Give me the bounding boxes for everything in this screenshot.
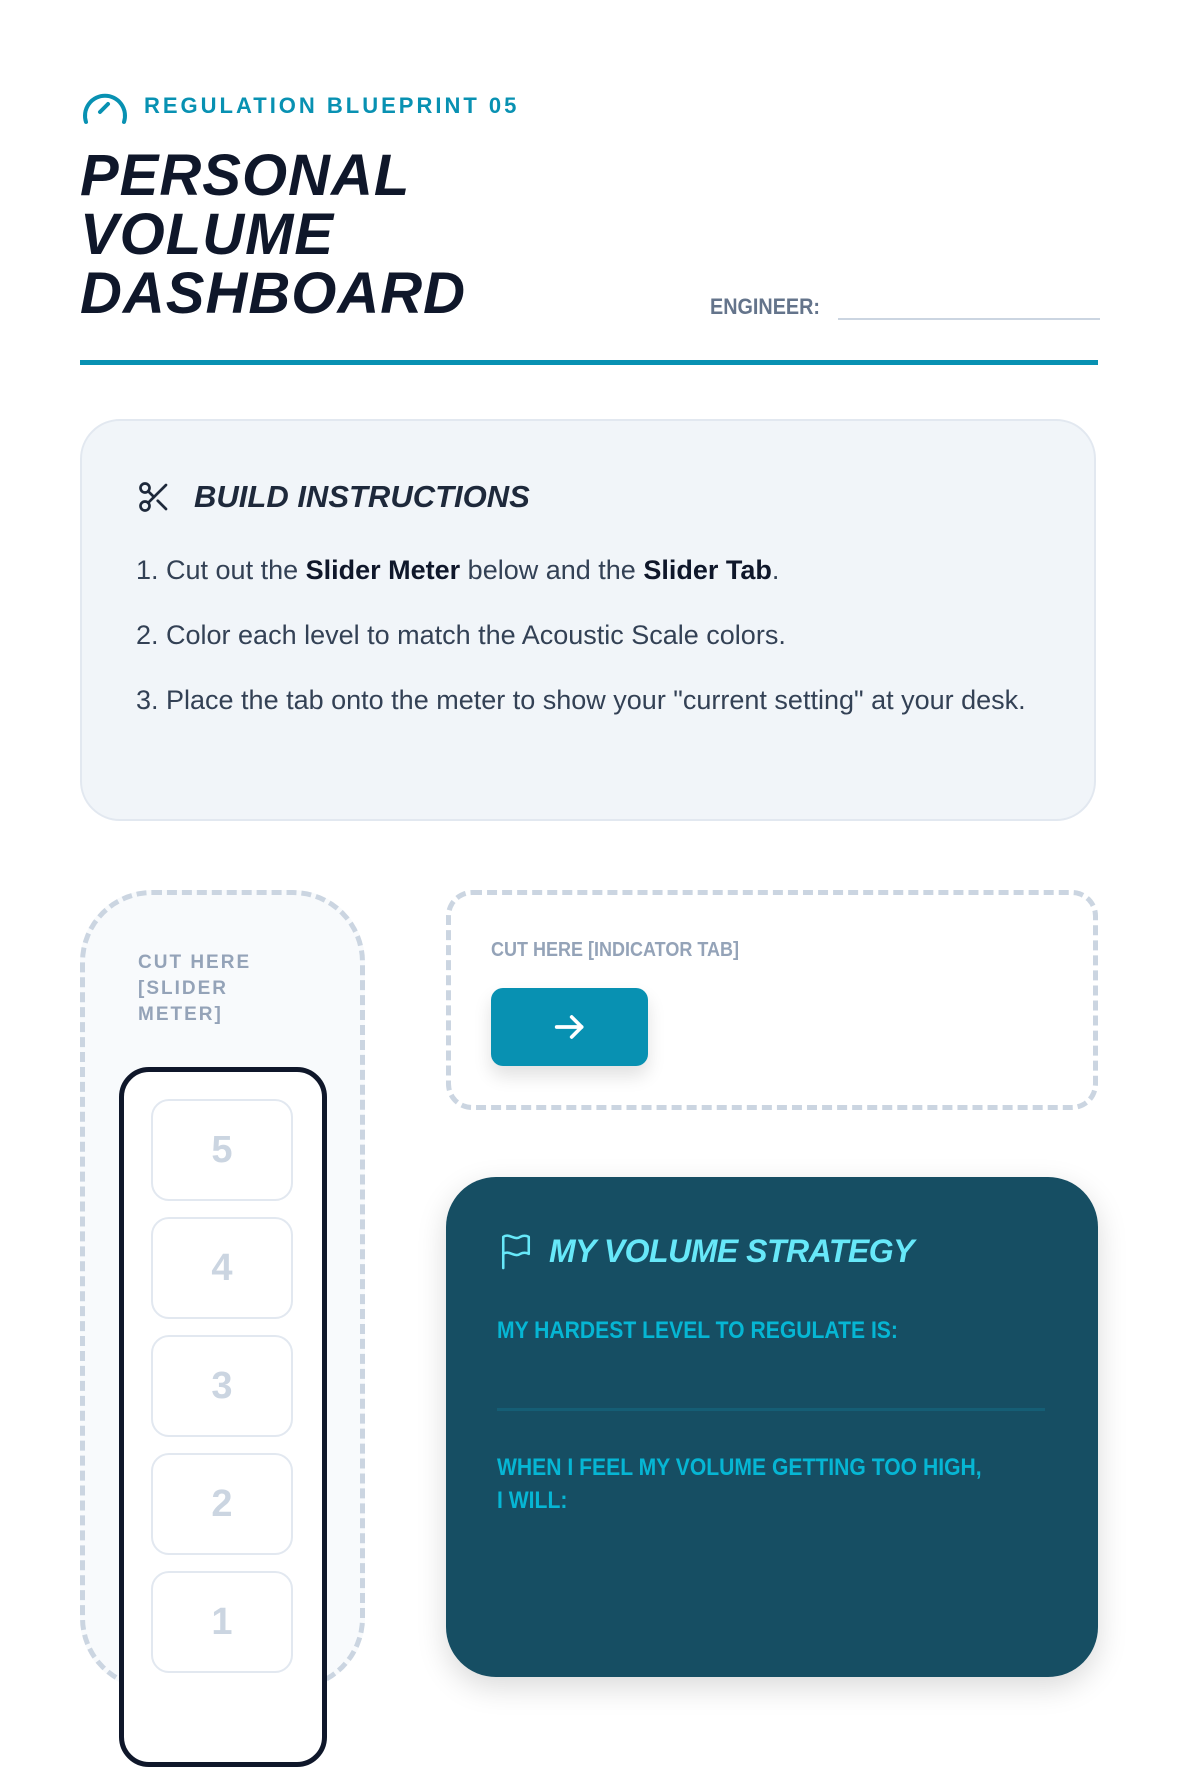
instructions-title: BUILD INSTRUCTIONS: [194, 479, 530, 514]
slider-meter-cutout: CUT HERE [SLIDER METER] 5 4 3 2 1: [80, 890, 365, 1767]
strategy-title: MY VOLUME STRATEGY: [549, 1232, 914, 1269]
instruction-step: 2. Color each level to match the Acousti…: [136, 620, 786, 650]
header-divider: [80, 360, 1098, 365]
level-5: 5: [151, 1099, 293, 1201]
flag-icon: [501, 1234, 531, 1270]
tab-cut-label: CUT HERE [INDICATOR TAB]: [491, 939, 739, 961]
indicator-tab[interactable]: [491, 988, 648, 1066]
volume-strategy-card: MY VOLUME STRATEGY MY HARDEST LEVEL TO R…: [446, 1177, 1098, 1677]
level-4: 4: [151, 1217, 293, 1319]
answer-line[interactable]: [497, 1408, 1045, 1411]
engineer-input[interactable]: [838, 288, 1101, 320]
level-1: 1: [151, 1571, 293, 1673]
kicker-text: REGULATION BLUEPRINT 05: [144, 93, 520, 118]
engineer-field: ENGINEER:: [710, 288, 1101, 320]
slider-meter: 5 4 3 2 1: [119, 1067, 327, 1767]
page-title: PERSONAL VOLUME DASHBOARD: [80, 146, 466, 323]
scissors-icon: [139, 482, 168, 512]
meter-cut-label: CUT HERE [SLIDER METER]: [138, 952, 252, 1025]
title-line: VOLUME: [80, 202, 335, 267]
build-instructions-card: BUILD INSTRUCTIONS 1. Cut out the Slider…: [80, 419, 1096, 821]
hardest-level-prompt: MY HARDEST LEVEL TO REGULATE IS:: [497, 1317, 898, 1344]
instruction-step: 3. Place the tab onto the meter to show …: [136, 685, 1026, 715]
title-line: DASHBOARD: [80, 261, 466, 326]
indicator-tab-cutout: CUT HERE [INDICATOR TAB]: [446, 890, 1098, 1110]
engineer-label: ENGINEER:: [710, 294, 821, 319]
volume-high-prompt: WHEN I FEEL MY VOLUME GETTING TOO HIGH, …: [497, 1454, 982, 1514]
speedometer-icon: [83, 93, 127, 124]
level-3: 3: [151, 1335, 293, 1437]
arrow-right-icon: [554, 1015, 583, 1039]
kicker: REGULATION BLUEPRINT 05: [80, 86, 519, 126]
title-line: PERSONAL: [80, 143, 411, 208]
instruction-step: 1. Cut out the Slider Meter below and th…: [136, 555, 780, 585]
level-2: 2: [151, 1453, 293, 1555]
